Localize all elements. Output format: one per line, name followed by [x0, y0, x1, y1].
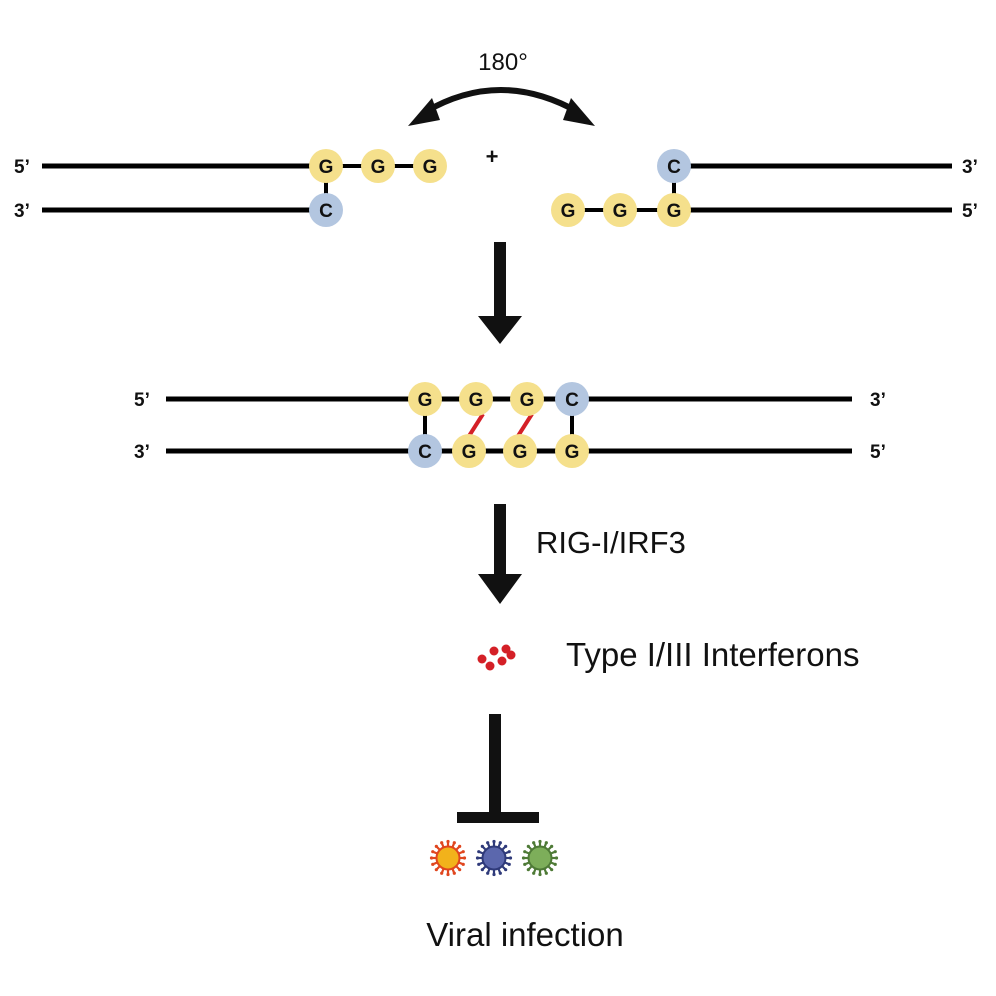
svg-text:G: G: [613, 201, 628, 222]
virus-green-icon: [521, 839, 559, 877]
svg-text:G: G: [513, 442, 528, 463]
plus-sign: +: [486, 144, 499, 169]
three-prime-end: 3’: [134, 442, 150, 463]
interferon-dots: [477, 644, 516, 671]
five-prime-end: 5’: [134, 390, 150, 411]
svg-text:C: C: [319, 201, 333, 222]
svg-text:G: G: [371, 157, 386, 178]
three-prime-end: 3’: [962, 157, 978, 178]
pathway-label: RIG-I/IRF3: [536, 525, 686, 560]
outcome-label: Viral infection: [426, 916, 624, 953]
svg-text:G: G: [319, 157, 334, 178]
nucleotide-c: C: [408, 434, 442, 468]
nucleotide-g: G: [503, 434, 537, 468]
down-arrow: [478, 504, 522, 604]
rotation-arrow: [408, 87, 595, 126]
fused-duplex: G G G C C G G G 5’ 3’: [134, 382, 886, 468]
svg-text:G: G: [462, 442, 477, 463]
interferon-label: Type I/III Interferons: [566, 636, 859, 673]
nucleotide-g: G: [408, 382, 442, 416]
five-prime-end: 5’: [14, 157, 30, 178]
nucleotide-g: G: [452, 434, 486, 468]
three-prime-end: 3’: [14, 201, 30, 222]
nucleotide-c: C: [657, 149, 691, 183]
nucleotide-g: G: [551, 193, 585, 227]
right-duplex: C G G G 3’ 5’: [551, 149, 978, 227]
rotation-label: 180°: [478, 49, 528, 76]
svg-text:G: G: [423, 157, 438, 178]
virus-group: [429, 839, 559, 877]
svg-text:G: G: [469, 390, 484, 411]
nucleotide-g: G: [555, 434, 589, 468]
down-arrow: [478, 242, 522, 344]
nucleotide-g: G: [459, 382, 493, 416]
svg-text:C: C: [418, 442, 432, 463]
svg-text:G: G: [667, 201, 682, 222]
svg-text:G: G: [565, 442, 580, 463]
svg-text:G: G: [418, 390, 433, 411]
three-prime-end: 3’: [870, 390, 886, 411]
nucleotide-g: G: [361, 149, 395, 183]
svg-text:G: G: [561, 201, 576, 222]
five-prime-end: 5’: [962, 201, 978, 222]
non-canonical-pair: [516, 412, 534, 438]
svg-text:G: G: [520, 390, 535, 411]
inhibition-symbol: [457, 714, 539, 823]
nucleotide-g: G: [413, 149, 447, 183]
five-prime-end: 5’: [870, 442, 886, 463]
non-canonical-pair: [467, 412, 485, 438]
left-duplex: G G G C 5’ 3’: [14, 149, 447, 227]
svg-text:C: C: [667, 157, 681, 178]
svg-text:C: C: [565, 390, 579, 411]
nucleotide-g: G: [603, 193, 637, 227]
nucleotide-g: G: [657, 193, 691, 227]
nucleotide-c: C: [309, 193, 343, 227]
virus-yellow-icon: [429, 839, 467, 877]
virus-blue-icon: [475, 839, 513, 877]
nucleotide-c: C: [555, 382, 589, 416]
nucleotide-g: G: [510, 382, 544, 416]
nucleotide-g: G: [309, 149, 343, 183]
